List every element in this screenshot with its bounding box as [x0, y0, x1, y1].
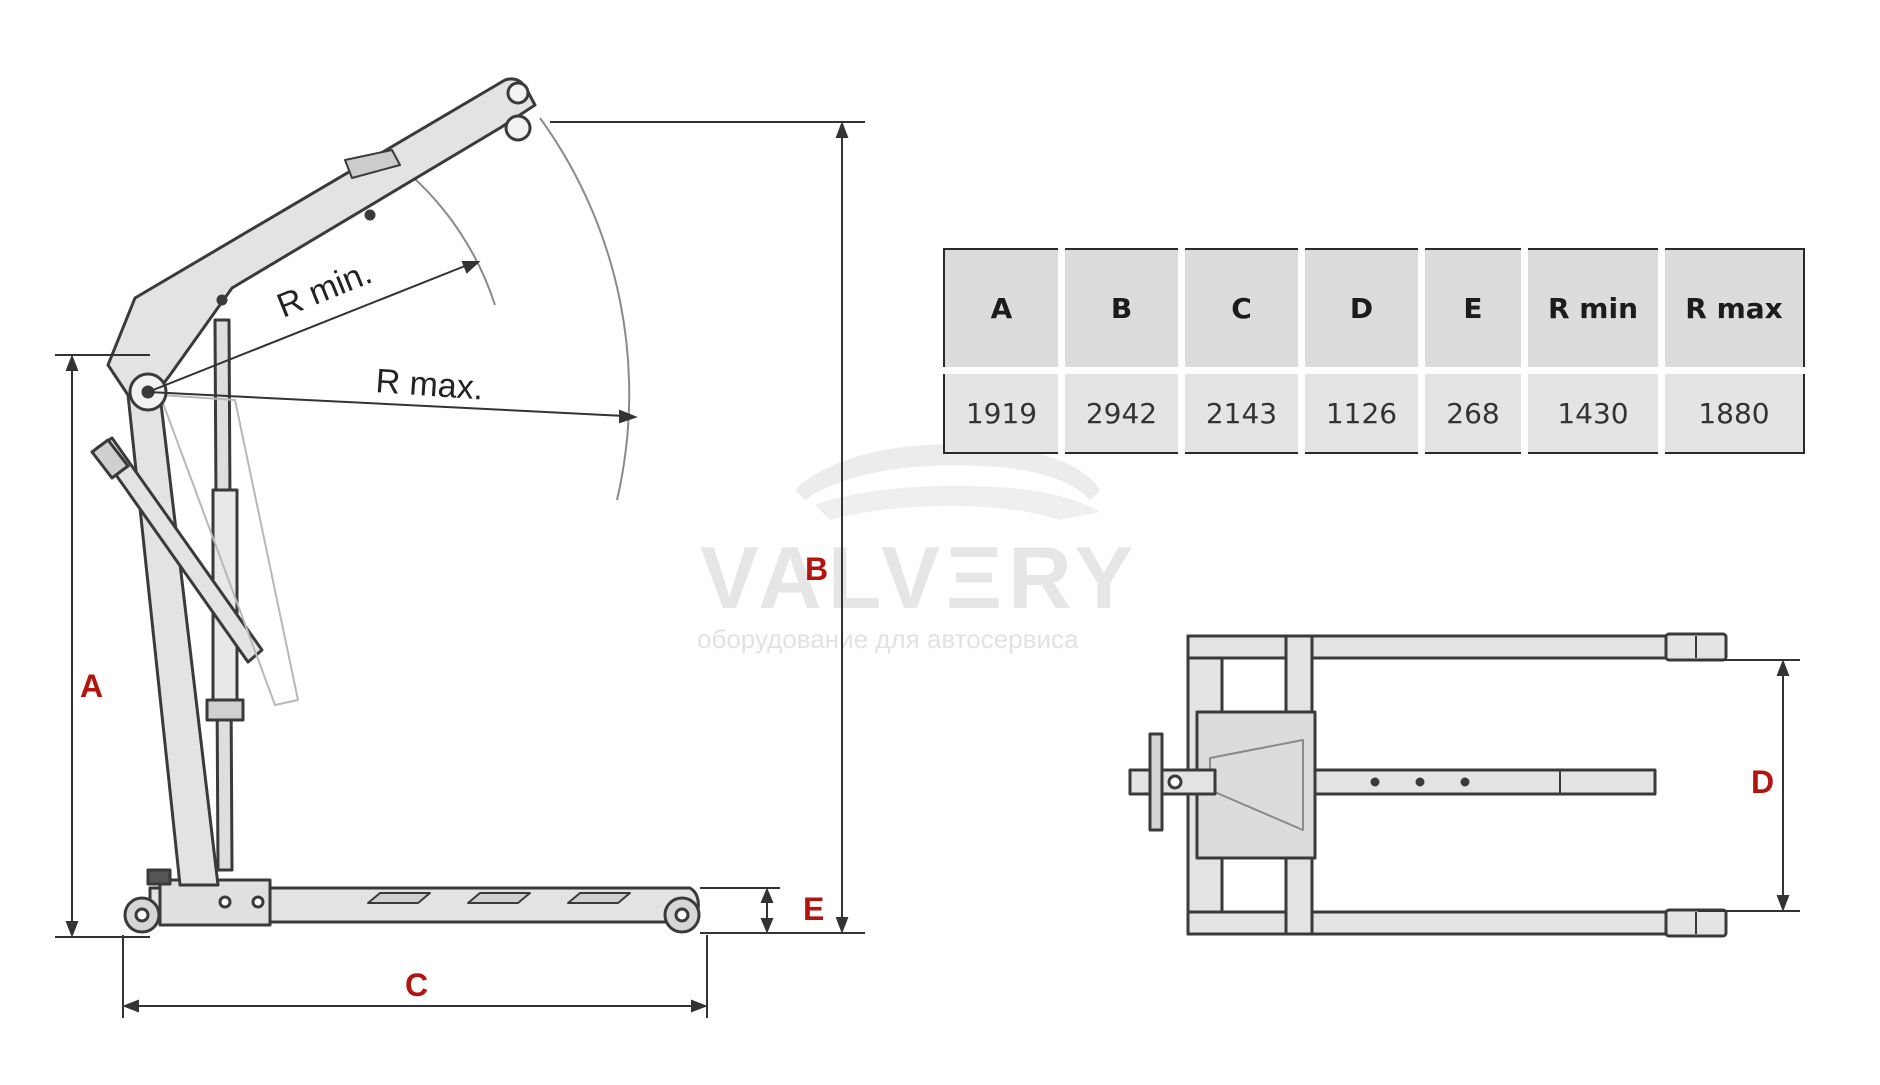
r-max-label: R max. [374, 362, 484, 407]
r-min-arc [404, 169, 496, 306]
dimension-b [550, 121, 865, 934]
spec-value-e: 268 [1420, 369, 1528, 454]
spec-header-r-max: R max [1660, 248, 1805, 374]
boom-tip-pulley [504, 114, 532, 142]
crane-top-view [1128, 632, 1728, 938]
mast [126, 393, 220, 887]
spec-header-c: C [1180, 248, 1305, 374]
dimension-a-label: A [80, 668, 103, 704]
spec-header-b: B [1060, 248, 1185, 374]
dimension-c-label: C [405, 967, 428, 1003]
spec-value-a: 1919 [943, 369, 1065, 454]
spec-header-d: D [1300, 248, 1425, 374]
spec-table-header-row: A B C D E R min R max [943, 248, 1805, 374]
dimension-e [700, 887, 780, 934]
dimension-d [1698, 659, 1800, 912]
top-boom-arm [1313, 768, 1657, 796]
spec-value-b: 2942 [1060, 369, 1185, 454]
radius-lines [147, 261, 638, 424]
dimension-e-label: E [803, 891, 824, 927]
dimension-a [55, 354, 150, 938]
watermark: VALVΞRY оборудование для автосервиса [697, 444, 1139, 654]
spec-value-r-min: 1430 [1523, 369, 1665, 454]
top-leg-upper [1186, 634, 1668, 660]
dimension-b-label: B [805, 551, 828, 587]
crane-side-view [90, 77, 701, 934]
boom-arm [106, 77, 537, 397]
top-leg-lower [1186, 910, 1668, 936]
spec-header-e: E [1420, 248, 1528, 374]
spec-value-r-max: 1880 [1660, 369, 1805, 454]
spec-header-r-min: R min [1523, 248, 1665, 374]
spec-value-d: 1126 [1300, 369, 1425, 454]
spec-header-a: A [943, 248, 1065, 374]
watermark-brand: VALVΞRY [700, 528, 1139, 627]
base-leg-slots [367, 892, 631, 904]
spec-table: A B C D E R min R max 1919 2942 2143 112… [943, 248, 1805, 454]
r-min-label: R min. [272, 253, 377, 325]
spec-value-c: 2143 [1180, 369, 1305, 454]
watermark-car-icon [795, 444, 1100, 500]
watermark-tagline: оборудование для автосервиса [697, 624, 1079, 654]
dimension-c [122, 935, 708, 1018]
spec-table-values-row: 1919 2942 2143 1126 268 1430 1880 [943, 369, 1805, 454]
r-max-arc [539, 117, 631, 501]
dimension-d-label: D [1751, 764, 1774, 800]
